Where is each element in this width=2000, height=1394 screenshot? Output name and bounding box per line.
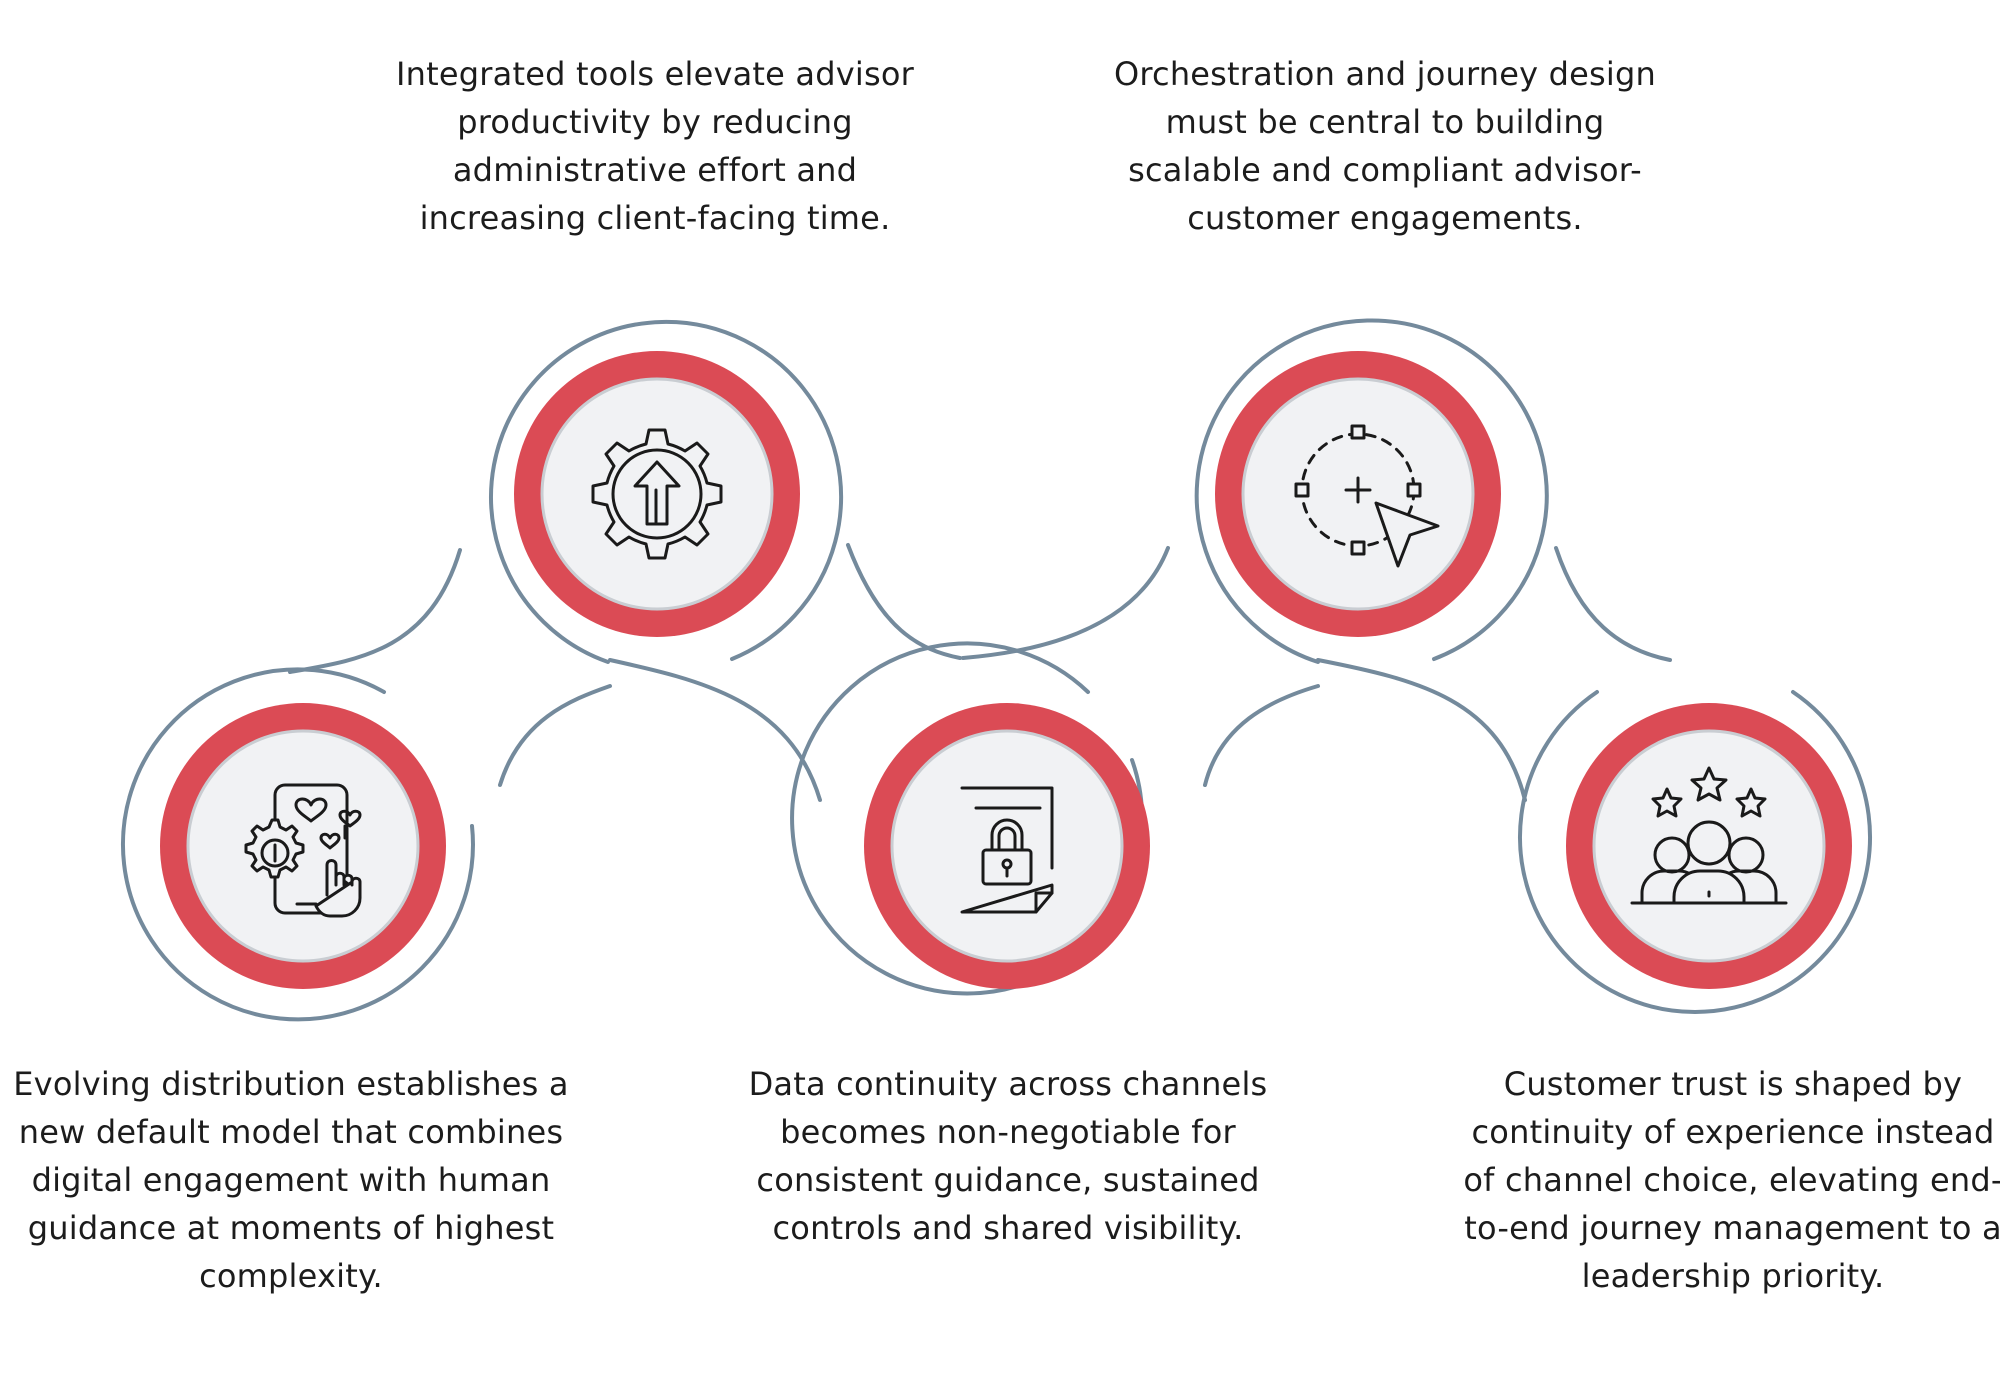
node-4 [1194,318,1549,664]
node-4-outline-arc [1194,318,1549,664]
node-2-caption: Integrated tools elevate advisor product… [396,55,914,237]
connector-1-2-inner [498,684,612,787]
connector-3-4-upper [961,546,1170,660]
node-3 [790,641,1150,996]
journey-design-cursor-icon [1294,424,1440,568]
mobile-engagement-icon [244,783,362,918]
node-4-caption: Orchestration and journey design must be… [1113,55,1656,237]
customer-trust-stars-icon [1630,766,1788,905]
node-1 [120,667,475,1022]
connector-2-3-lower [608,658,822,802]
node-5 [1518,690,1872,1014]
node-3-caption: Data continuity across channels becomes … [748,1065,1268,1247]
node-2 [489,319,844,664]
gear-upload-icon [591,428,723,560]
node-5-outline-arc [1518,690,1872,1014]
locked-document-icon [960,786,1054,914]
node-5-caption: Customer trust is shaped by continuity o… [1463,1065,2000,1295]
node-1-outline-arc [120,667,475,1022]
node-2-outline-arc [489,319,844,664]
connector-4-5-upper [1554,546,1672,662]
connector-4-5-lower [1316,658,1527,802]
connector-lines [288,543,1672,802]
connector-1-2-outer [288,548,462,674]
node-1-caption: Evolving distribution establishes a new … [13,1065,569,1295]
node-3-inner-disc [890,729,1124,963]
connector-3-4-lower [1203,684,1320,787]
connector-2-3-upper [846,543,962,660]
